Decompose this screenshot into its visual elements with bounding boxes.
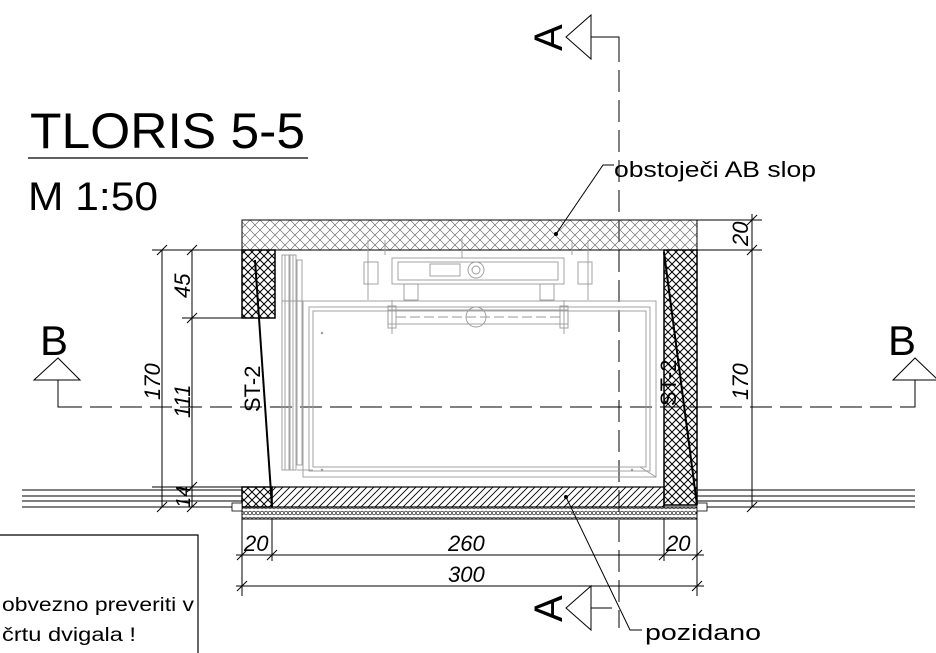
section-label-a-bottom: A — [527, 595, 571, 622]
dim-left-mid: 111 — [170, 385, 195, 418]
section-marker-a-top: A — [527, 13, 620, 61]
dim-left-total: 170 — [140, 363, 165, 400]
walled-leader — [565, 496, 642, 631]
dimension-left — [152, 244, 248, 513]
section-marker-b-left: B — [32, 317, 82, 408]
drawing-title: TLORIS 5-5 — [30, 103, 305, 159]
elevator-equipment — [281, 238, 657, 478]
drawing-scale: M 1:50 — [28, 175, 158, 219]
dim-left-top: 45 — [170, 273, 195, 298]
dimension-right — [697, 214, 762, 513]
section-label-b-left: B — [40, 317, 68, 364]
wall-st2-left-diagonal — [254, 259, 273, 508]
section-label-a-top: A — [527, 24, 571, 51]
wall-label-left: ST-2 — [240, 366, 265, 412]
existing-slab — [241, 219, 698, 251]
slab-leader — [555, 164, 614, 235]
dim-bottom-left: 20 — [243, 531, 269, 556]
dim-bottom-total: 300 — [448, 562, 485, 587]
section-marker-b-right: B — [888, 317, 936, 408]
dimension-bottom — [236, 519, 704, 596]
wall-label-right: ST-2 — [656, 360, 681, 406]
floor-lines — [22, 489, 915, 508]
bottom-wall — [271, 486, 665, 508]
dim-bottom-mid: 260 — [447, 531, 485, 556]
dim-bottom-right: 20 — [665, 531, 691, 556]
dim-right-top: 20 — [728, 221, 753, 247]
note-line-1: obvezno preveriti v — [2, 595, 195, 616]
dim-right-total: 170 — [728, 363, 753, 400]
note-box — [0, 534, 199, 653]
walled-label: pozidano — [645, 620, 761, 645]
section-label-b-right: B — [888, 317, 916, 364]
section-marker-a-bottom: A — [527, 584, 612, 632]
dim-left-bottom: 14 — [173, 486, 195, 508]
wall-st2-right-diagonal — [663, 251, 698, 506]
note-line-2: črtu dvigala ! — [2, 625, 136, 646]
slab-label: obstoječi AB slop — [614, 157, 816, 182]
gravel-strip — [241, 506, 698, 520]
wall-left-lower — [241, 486, 273, 508]
